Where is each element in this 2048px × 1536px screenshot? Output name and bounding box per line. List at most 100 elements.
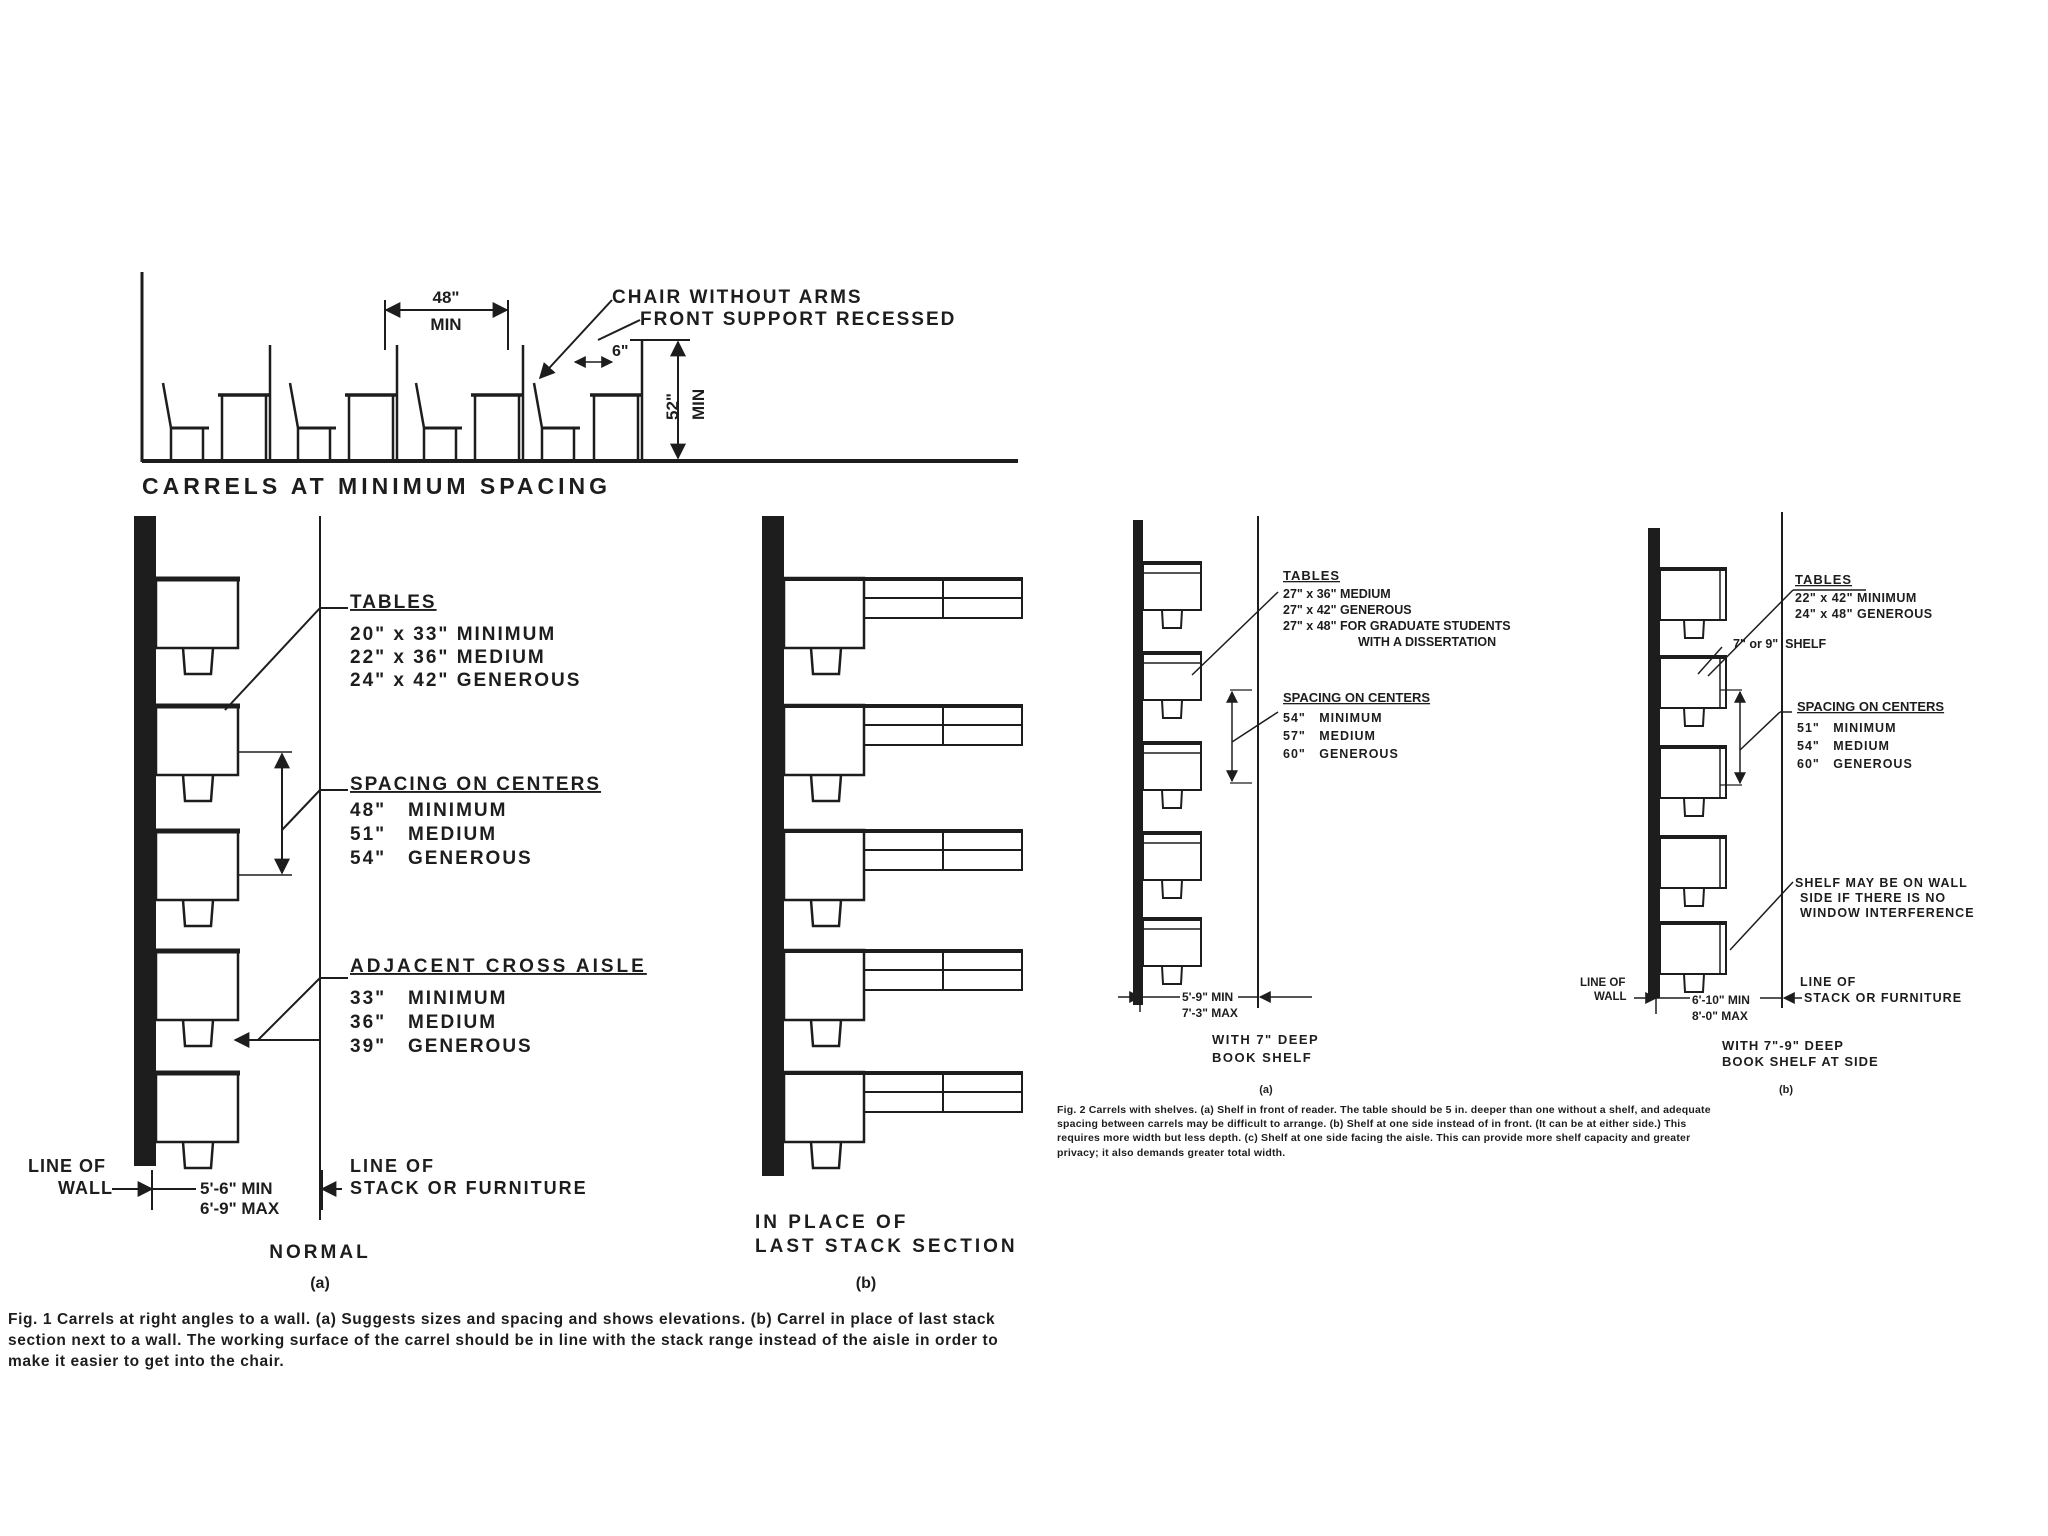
fig2b-shelf-note-3: WINDOW INTERFERENCE <box>1800 906 1975 920</box>
fig2a-wall <box>1133 520 1143 1005</box>
fig2a-note-1: WITH 7" DEEP <box>1212 1032 1319 1047</box>
fig2a-tables-line-4: WITH A DISSERTATION <box>1358 635 1496 649</box>
fig2a-plan: TABLES 27" x 36" MEDIUM 27" x 42" GENERO… <box>1118 516 1511 1096</box>
fig2b-spacing-line-1: 51" MINIMUM <box>1797 721 1897 735</box>
fig2b-line-of-wall-2: WALL <box>1594 991 1627 1003</box>
line-of-stack-1: LINE OF <box>350 1156 435 1176</box>
carrel-front-shelf <box>1142 741 1202 809</box>
carrel-stack-unit <box>782 1070 1023 1170</box>
carrel-side-shelf <box>1659 835 1727 907</box>
chair <box>532 382 580 460</box>
carrel-elevations <box>161 340 644 460</box>
spacing-line-1: 48" MINIMUM <box>350 800 507 821</box>
fig1a-label: NORMAL <box>269 1242 370 1263</box>
fig2b-note-1: WITH 7"-9" DEEP <box>1722 1038 1844 1053</box>
desk <box>471 345 525 460</box>
carrel-front-shelf <box>1142 917 1202 985</box>
fig1b-label-2: LAST STACK SECTION <box>755 1236 1018 1257</box>
fig2a-spacing-heading: SPACING ON CENTERS <box>1283 690 1430 705</box>
elev-dim-6: 6" <box>612 343 628 360</box>
line-of-wall-1: LINE OF <box>28 1156 106 1176</box>
aisle-line-3: 39" GENEROUS <box>350 1036 533 1057</box>
fig2a-tables-line-3: 27" x 48" FOR GRADUATE STUDENTS <box>1283 619 1511 633</box>
fig1b-label-1: IN PLACE OF <box>755 1212 908 1233</box>
desk <box>218 345 272 460</box>
carrel-front-shelf <box>1142 651 1202 719</box>
fig2b-sub: (b) <box>1779 1084 1793 1096</box>
chair <box>288 382 336 460</box>
fig2b-carrels <box>1659 567 1727 993</box>
carrel-stack-unit <box>782 703 1023 803</box>
fig1a-plan: TABLES 20" x 33" MINIMUM 22" x 36" MEDIU… <box>28 516 647 1292</box>
chair-note-2: FRONT SUPPORT RECESSED <box>640 309 956 330</box>
line-of-wall-2: WALL <box>58 1178 113 1198</box>
carrel-front-shelf <box>1142 831 1202 899</box>
aisle-heading: ADJACENT CROSS AISLE <box>350 956 647 977</box>
fig2b-shelf-note-2: SIDE IF THERE IS NO <box>1800 891 1946 905</box>
carrel-stack-unit <box>782 576 1023 676</box>
elev-dim-48: 48" <box>433 288 460 307</box>
carrel-side-shelf <box>1659 567 1727 639</box>
fig1a-carrels <box>154 576 240 1170</box>
fig2a-tables-line-2: 27" x 42" GENEROUS <box>1283 603 1412 617</box>
desk <box>590 340 644 460</box>
spacing-heading: SPACING ON CENTERS <box>350 774 601 795</box>
fig2a-spacing-line-3: 60" GENEROUS <box>1283 747 1399 761</box>
fig1a-wall <box>134 516 156 1166</box>
tables-line-2: 22" x 36" MEDIUM <box>350 647 546 668</box>
fig2b-tables-line-1: 22" x 42" MINIMUM <box>1795 591 1917 605</box>
fig2b-line-of-wall-1: LINE OF <box>1580 977 1625 989</box>
fig2b-tables-heading: TABLES <box>1795 572 1852 587</box>
carrel-plan <box>154 703 240 803</box>
fig2b-tables-line-2: 24" x 48" GENEROUS <box>1795 607 1933 621</box>
fig2b-wall <box>1648 528 1660 998</box>
elev-caption: CARRELS AT MINIMUM SPACING <box>142 473 611 499</box>
desk <box>345 345 399 460</box>
fig2b-line-of-stack-1: LINE OF <box>1800 975 1856 989</box>
fig1b-plan: IN PLACE OF LAST STACK SECTION (b) <box>755 516 1023 1292</box>
carrel-side-shelf <box>1659 655 1727 727</box>
fig2a-note-2: BOOK SHELF <box>1212 1050 1312 1065</box>
fig2b-shelf-note-1: SHELF MAY BE ON WALL <box>1795 876 1968 890</box>
elev-dim-min: MIN <box>430 315 461 334</box>
elev-dim-52: 52" <box>663 393 682 420</box>
fig2b-line-of-stack-2: STACK OR FURNITURE <box>1804 991 1962 1005</box>
fig2a-dim-max: 7'-3" MAX <box>1182 1006 1238 1020</box>
fig2a-tables-line-1: 27" x 36" MEDIUM <box>1283 587 1391 601</box>
carrel-plan <box>154 1070 240 1170</box>
fig2a-sub: (a) <box>1259 1084 1273 1096</box>
fig2b-shelf: 7" or 9" SHELF <box>1733 637 1826 651</box>
fig2b-dim-min: 6'-10" MIN <box>1692 993 1750 1007</box>
fig2a-spacing-line-2: 57" MEDIUM <box>1283 729 1376 743</box>
chair <box>161 382 209 460</box>
fig1a-dim-min: 5'-6" MIN <box>200 1179 273 1198</box>
carrel-side-shelf <box>1659 745 1727 817</box>
carrel-plan <box>154 948 240 1048</box>
tables-line-3: 24" x 42" GENEROUS <box>350 670 581 691</box>
spacing-line-3: 54" GENEROUS <box>350 848 533 869</box>
line-of-stack-2: STACK OR FURNITURE <box>350 1178 588 1198</box>
tables-line-1: 20" x 33" MINIMUM <box>350 624 556 645</box>
fig1a-sub: (a) <box>310 1275 330 1292</box>
fig1-caption: Fig. 1 Carrels at right angles to a wall… <box>8 1311 999 1370</box>
fig2b-plan: TABLES 22" x 42" MINIMUM 24" x 48" GENER… <box>1580 512 1975 1096</box>
carrel-stack-unit <box>782 948 1023 1048</box>
carrel-plan <box>154 828 240 928</box>
fig2a-carrels <box>1142 561 1202 985</box>
fig1b-sub: (b) <box>856 1275 876 1292</box>
fig2a-spacing-line-1: 54" MINIMUM <box>1283 711 1383 725</box>
aisle-line-2: 36" MEDIUM <box>350 1012 497 1033</box>
fig2a-dim-min: 5'-9" MIN <box>1182 990 1233 1004</box>
carrel-stack-unit <box>782 828 1023 928</box>
elev-dim-52-min: MIN <box>689 389 708 420</box>
carrel-side-shelf <box>1659 921 1727 993</box>
chair-note-1: CHAIR WITHOUT ARMS <box>612 287 863 308</box>
chair <box>414 382 462 460</box>
fig1-elevation: 48" MIN CHAIR WITHOUT ARMS FRONT SUPPORT… <box>140 272 1018 499</box>
fig1a-dim-max: 6'-9" MAX <box>200 1199 280 1218</box>
fig2a-tables-heading: TABLES <box>1283 568 1340 583</box>
fig2b-note-2: BOOK SHELF AT SIDE <box>1722 1054 1879 1069</box>
fig2-caption: Fig. 2 Carrels with shelves. (a) Shelf i… <box>1057 1104 1711 1159</box>
